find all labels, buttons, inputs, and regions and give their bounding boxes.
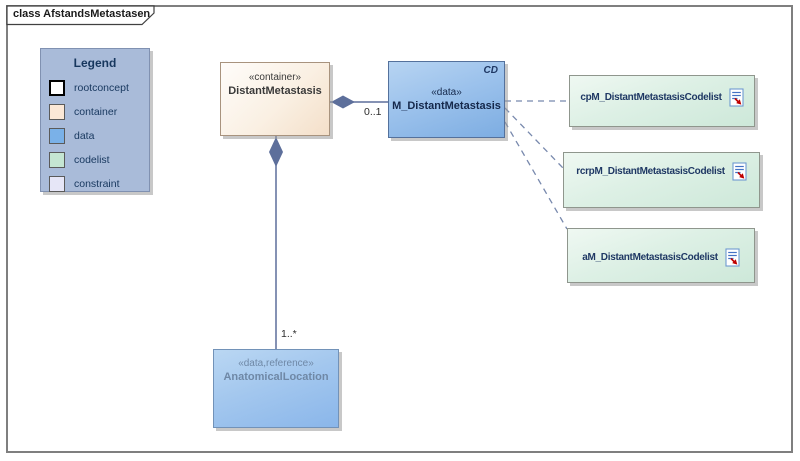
node-am-codelist[interactable]: aM_DistantMetastasisCodelist (567, 228, 755, 283)
node-cpm-codelist[interactable]: cpM_DistantMetastasisCodelist (569, 75, 755, 127)
legend-item-label: rootconcept (74, 82, 129, 94)
node-m-distant-metastasis[interactable]: CD «data» M_DistantMetastasis (388, 61, 505, 138)
codelist-swatch-icon (49, 152, 65, 168)
node-name: DistantMetastasis (228, 85, 322, 97)
composition-diamond-icon (331, 95, 355, 109)
node-name: rcrpM_DistantMetastasisCodelist (576, 166, 725, 177)
legend-item-label: constraint (74, 178, 120, 190)
cd-corner-tag: CD (483, 65, 498, 76)
legend-item-data: data (41, 124, 149, 148)
container-swatch-icon (49, 104, 65, 120)
multiplicity-label-reference: 1..* (281, 328, 297, 340)
legend-item-codelist: codelist (41, 148, 149, 172)
node-name: AnatomicalLocation (223, 371, 329, 383)
legend-item-label: codelist (74, 154, 110, 166)
stereotype-label: «data» (431, 87, 462, 98)
node-name: M_DistantMetastasis (392, 100, 501, 112)
legend-item-label: container (74, 106, 118, 118)
dependency-data-to-am-codelist[interactable] (504, 121, 568, 230)
constraint-swatch-icon (49, 176, 65, 192)
data-swatch-icon (49, 128, 65, 144)
node-name: aM_DistantMetastasisCodelist (582, 252, 718, 263)
legend-item-rootconcept: rootconcept (41, 76, 149, 100)
frame-title-tab (6, 5, 155, 26)
dependency-data-to-rcrpm-codelist[interactable] (504, 107, 564, 169)
codelist-document-icon (725, 248, 740, 267)
rootconcept-swatch-icon (49, 80, 65, 96)
node-rcrpm-codelist[interactable]: rcrpM_DistantMetastasisCodelist (563, 152, 760, 208)
composition-diamond-icon (269, 137, 283, 167)
multiplicity-label-data: 0..1 (364, 106, 382, 118)
stereotype-label: «data,reference» (238, 358, 314, 369)
legend[interactable]: Legend rootconcept container data codeli… (40, 48, 150, 192)
legend-item-label: data (74, 130, 95, 142)
legend-item-container: container (41, 100, 149, 124)
codelist-document-icon (732, 162, 747, 181)
legend-title: Legend (73, 56, 117, 70)
node-name: cpM_DistantMetastasisCodelist (580, 92, 722, 103)
codelist-document-icon (729, 88, 744, 107)
node-distant-metastasis[interactable]: «container» DistantMetastasis (220, 62, 330, 136)
frame-title: class AfstandsMetastasen (13, 8, 151, 20)
node-anatomical-location[interactable]: «data,reference» AnatomicalLocation (213, 349, 339, 428)
legend-item-constraint: constraint (41, 172, 149, 196)
stereotype-label: «container» (248, 72, 302, 83)
